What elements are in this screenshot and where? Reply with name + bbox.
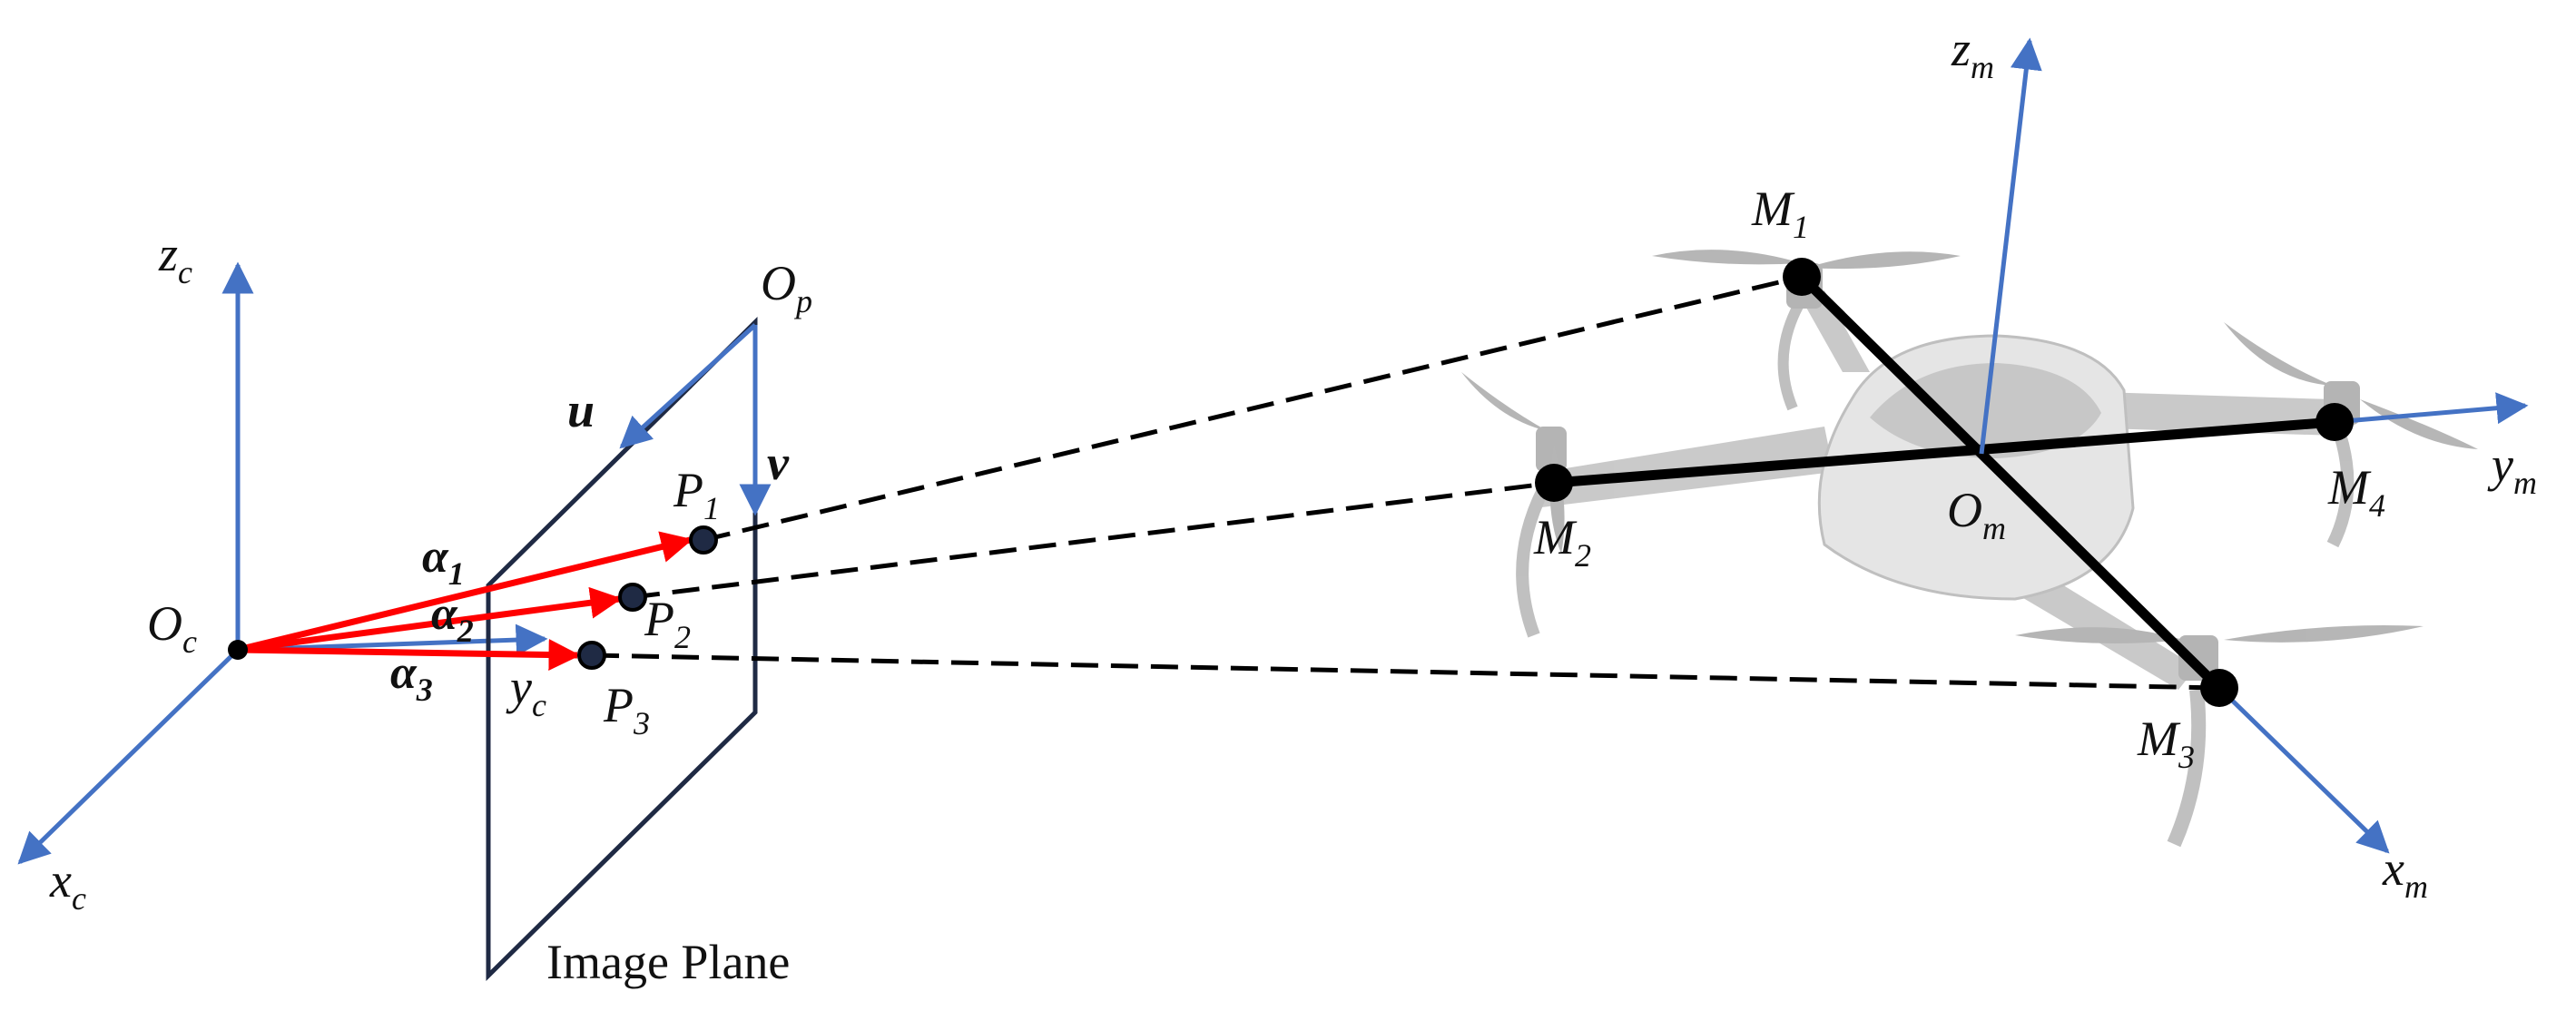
projection-line-m1 xyxy=(703,274,1803,543)
label-camera-origin: Oc xyxy=(147,596,197,660)
label-drone-z: zm xyxy=(1951,22,1994,85)
camera-origin-point xyxy=(228,640,248,660)
projection-line-m2 xyxy=(632,480,1555,600)
camera-frame xyxy=(17,261,548,865)
label-camera-x: xc xyxy=(49,853,86,917)
image-plane-frame xyxy=(486,317,758,981)
ray-alpha-1 xyxy=(237,531,693,653)
label-drone-x: xm xyxy=(2382,841,2428,905)
label-image-u: u xyxy=(567,383,595,437)
drone-frame xyxy=(1553,37,2529,854)
ray-alpha-3 xyxy=(237,638,581,671)
ray-alpha-2 xyxy=(237,586,623,653)
drone-leg xyxy=(1777,296,1807,411)
label-alpha-2: α2 xyxy=(431,588,474,649)
marker-point-m4 xyxy=(2315,403,2354,441)
image-plane-caption: Image Plane xyxy=(546,935,790,989)
label-image-v: v xyxy=(767,436,790,490)
label-p1: P1 xyxy=(673,463,720,526)
drone-propeller xyxy=(2015,625,2424,643)
label-camera-y: yc xyxy=(506,660,546,723)
label-m1: M1 xyxy=(1751,182,1809,245)
drone-leg xyxy=(2326,424,2355,548)
bearing-rays xyxy=(237,531,693,671)
labels: zc Oc xc yc Op u v Image Plane α1 α2 α3 … xyxy=(49,22,2537,989)
marker-point-m1 xyxy=(1783,258,1821,296)
image-plane xyxy=(486,317,772,981)
image-point-p1 xyxy=(689,525,718,555)
drone-z-axis xyxy=(1979,37,2042,455)
drone-leg xyxy=(2167,689,2207,848)
image-u-axis xyxy=(619,323,757,449)
label-alpha-1: α1 xyxy=(422,531,465,592)
marker-point-m3 xyxy=(2200,669,2238,707)
label-drone-origin: Om xyxy=(1947,483,2006,546)
drone-motor xyxy=(2178,635,2218,681)
drone-motor xyxy=(1536,427,1567,472)
marker-link-m1-m3 xyxy=(1798,273,2223,692)
marker-link-m2-m4 xyxy=(1553,417,2335,488)
label-alpha-3: α3 xyxy=(390,647,433,708)
label-m4: M4 xyxy=(2327,460,2385,524)
label-image-origin: Op xyxy=(761,256,812,319)
label-camera-z: zc xyxy=(158,227,192,290)
image-point-p3 xyxy=(577,641,606,670)
label-p2: P2 xyxy=(644,592,691,655)
projection-lines xyxy=(591,274,2220,691)
projection-line-m3 xyxy=(591,653,2220,691)
label-p3: P3 xyxy=(603,678,650,741)
drone-arm-rear-left xyxy=(1802,290,1870,372)
image-point-p2 xyxy=(618,583,647,612)
label-m2: M2 xyxy=(1533,510,1591,574)
drone-leg xyxy=(1516,486,1549,638)
label-drone-y: ym xyxy=(2487,437,2537,501)
drone-y-axis xyxy=(2334,392,2529,425)
drone-illustration xyxy=(1461,250,2478,848)
drone-propeller xyxy=(1652,250,1961,270)
marker-point-m2 xyxy=(1535,464,1573,502)
camera-x-axis xyxy=(17,648,240,865)
drone-arm-front-left xyxy=(1534,427,1834,508)
drone-x-axis xyxy=(2217,686,2390,854)
label-m3: M3 xyxy=(2137,712,2195,775)
points xyxy=(228,258,2354,707)
